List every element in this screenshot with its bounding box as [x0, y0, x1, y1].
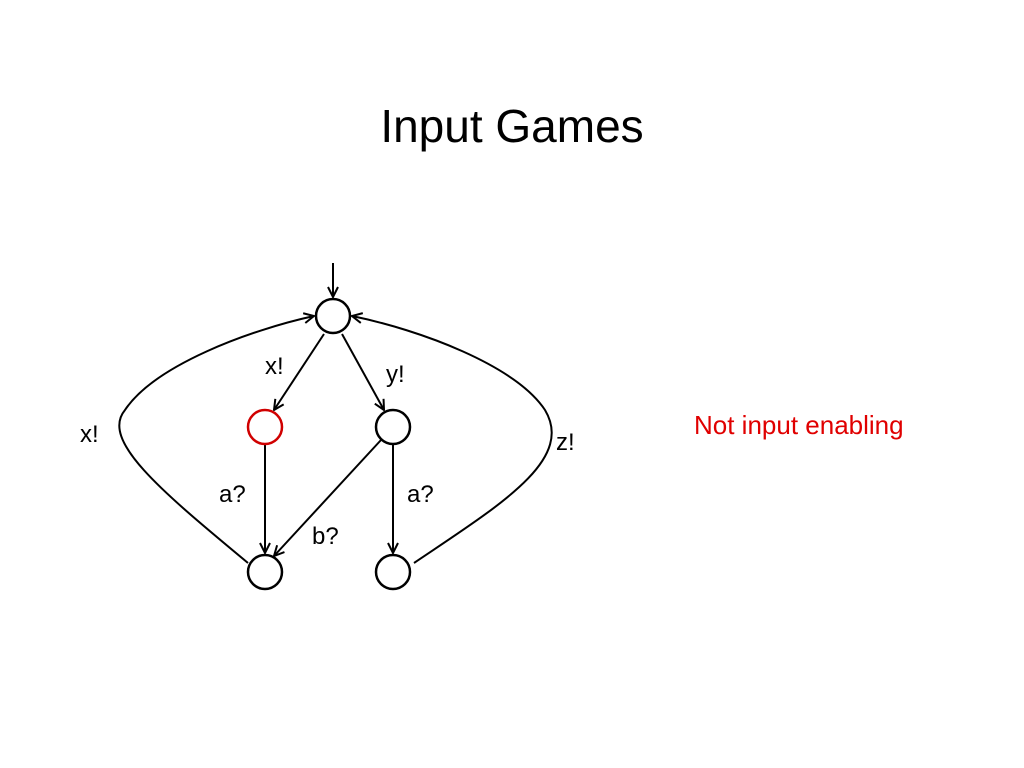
label-s4-s0: z! — [556, 429, 575, 456]
state-s1 — [246, 408, 284, 446]
not-input-enabling-note: Not input enabling — [694, 410, 904, 440]
label-s0-s1: x! — [265, 353, 284, 380]
transition-s3-s0 — [118, 316, 314, 564]
label-s2-s4: a? — [407, 481, 434, 508]
state-s2 — [374, 408, 412, 446]
transition-s4-s0 — [352, 316, 553, 564]
label-s1-s3: a? — [219, 481, 246, 508]
transition-s0-s2 — [341, 333, 384, 410]
state-s3 — [246, 553, 284, 591]
label-s2-s3: b? — [312, 523, 339, 550]
transition-s0-s1 — [274, 333, 325, 410]
label-s0-s2: y! — [386, 361, 405, 388]
state-s0 — [314, 297, 352, 335]
transition-s2-s3 — [274, 439, 382, 556]
slide-title: Input Games — [380, 100, 644, 152]
state-s4 — [374, 553, 412, 591]
label-s3-s0: x! — [80, 421, 99, 448]
